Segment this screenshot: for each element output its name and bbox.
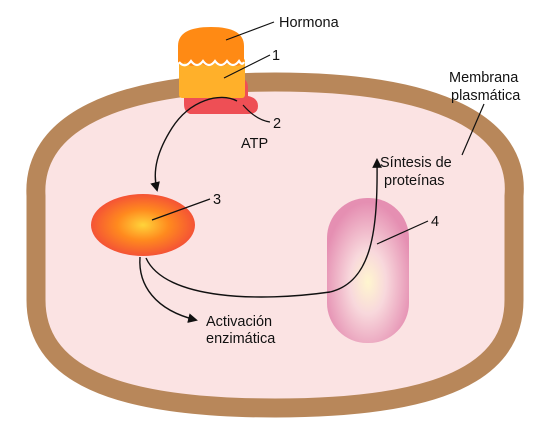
arrow-receptor-to-enzyme [150, 96, 238, 192]
hormone-molecule [178, 27, 244, 66]
label-enzyme-line1: Activación [206, 314, 272, 330]
label-2: 2 [273, 116, 281, 132]
leader-membrane [461, 103, 485, 156]
arrow-enzyme-to-activation [139, 256, 198, 323]
label-membrane-line1: Membrana [449, 70, 519, 86]
vesicle-capsule [327, 198, 409, 343]
arrow-enzyme-to-protein-synthesis [145, 158, 383, 298]
label-3: 3 [213, 192, 221, 208]
hormone-wave [178, 59, 245, 67]
label-protein-line2: proteínas [384, 173, 444, 189]
label-enzyme-line2: enzimática [206, 331, 276, 347]
label-hormone: Hormona [279, 15, 340, 31]
receptor-body [179, 58, 245, 98]
leader-3 [151, 198, 211, 221]
label-1: 1 [272, 48, 280, 64]
leader-hormone [225, 21, 275, 41]
label-protein-line1: Síntesis de [380, 155, 452, 171]
label-4: 4 [431, 214, 439, 230]
enzyme-ellipse [91, 194, 195, 256]
leader-2 [242, 104, 271, 123]
leader-1 [223, 54, 271, 79]
leader-4 [376, 220, 429, 245]
label-membrane-line2: plasmática [451, 88, 521, 104]
label-atp: ATP [241, 136, 268, 152]
